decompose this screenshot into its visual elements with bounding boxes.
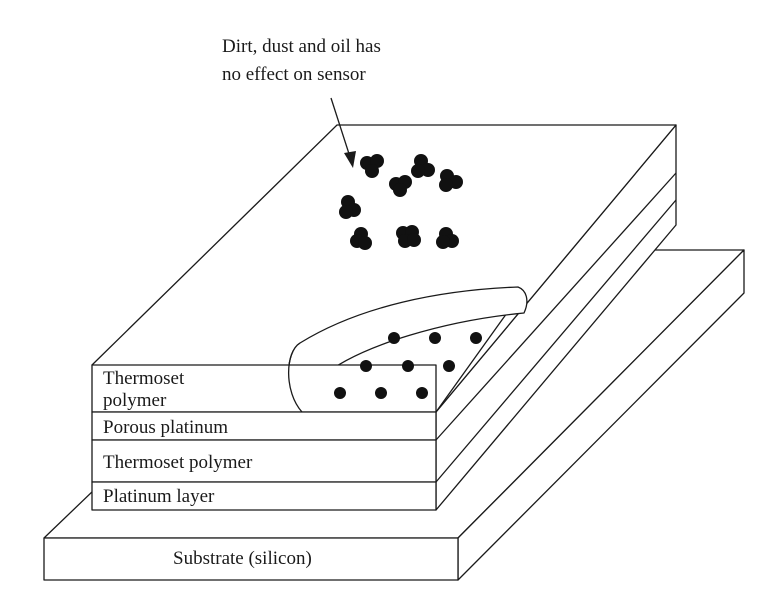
label-porous-platinum: Porous platinum [103, 417, 228, 438]
dirt-cluster [350, 227, 372, 250]
label-thermoset-polymer: Thermoset polymer [103, 452, 253, 473]
porous-dot [416, 387, 428, 399]
porous-dot [429, 332, 441, 344]
porous-dot [402, 360, 414, 372]
layer-platinum [91, 481, 437, 511]
annotation-line-1: Dirt, dust and oil has [222, 36, 381, 57]
annotation-arrow [330, 97, 356, 168]
label-substrate: Substrate (silicon) [173, 548, 312, 569]
dirt-cluster [439, 169, 463, 192]
dirt-cluster [411, 154, 435, 178]
porous-dot [375, 387, 387, 399]
porous-dots [334, 332, 482, 399]
dirt-cluster [396, 225, 421, 248]
dirt-cluster [360, 154, 384, 178]
porous-dot [470, 332, 482, 344]
porous-dot [360, 360, 372, 372]
dirt-cluster [436, 227, 459, 249]
right-face-divider-1 [435, 172, 677, 441]
flap-edge [287, 342, 303, 413]
right-face-divider-2 [435, 199, 677, 483]
label-thermoset-top-line1: Thermoset [103, 368, 185, 389]
dirt-clusters [339, 154, 463, 250]
substrate-front-face [43, 537, 459, 581]
label-platinum-layer: Platinum layer [103, 486, 215, 507]
dirt-cluster [389, 175, 412, 197]
porous-dot [388, 332, 400, 344]
porous-dot [334, 387, 346, 399]
annotation-line-2: no effect on sensor [222, 64, 366, 85]
dirt-cluster [339, 195, 361, 219]
porous-dot [443, 360, 455, 372]
label-thermoset-top-line2: polymer [103, 390, 167, 411]
